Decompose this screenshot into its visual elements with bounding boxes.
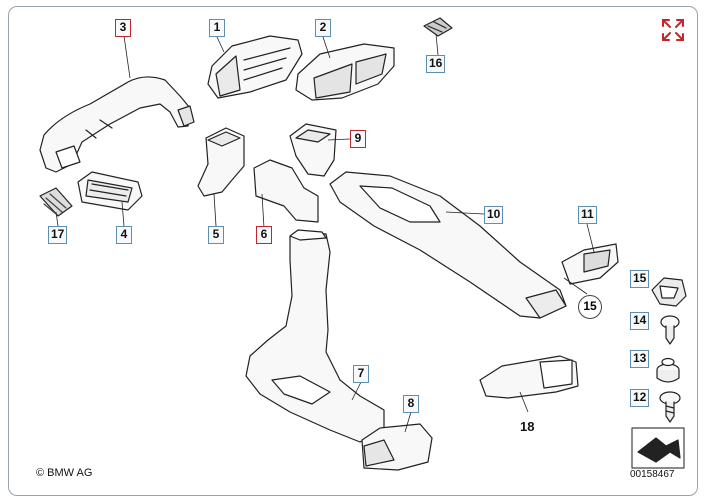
callout-9[interactable]: 9 <box>350 130 366 148</box>
callout-6[interactable]: 6 <box>256 226 272 244</box>
leader-line-3 <box>123 35 131 79</box>
part-1-center-vent <box>207 35 303 99</box>
leader-line-6 <box>261 193 265 229</box>
leader-line-4 <box>121 201 125 227</box>
part-2-vent-housing <box>295 43 395 101</box>
callout-12[interactable]: 12 <box>630 389 650 407</box>
leader-line-9 <box>327 138 351 141</box>
leader-line-17 <box>55 211 59 227</box>
part-12-screw <box>659 391 681 423</box>
leader-line-1 <box>216 36 225 53</box>
part-4-outlet-frame <box>77 171 143 211</box>
leader-line-8 <box>404 411 412 433</box>
leader-line-5 <box>213 193 217 227</box>
leader-line-10 <box>445 211 485 215</box>
part-8-duct-end <box>361 423 433 471</box>
callout-1[interactable]: 1 <box>209 19 225 37</box>
vehicle-area-arrow-symbol <box>631 427 685 469</box>
callout-4[interactable]: 4 <box>116 226 132 244</box>
part-3-upper-duct <box>39 76 195 173</box>
leader-line-16 <box>435 33 439 56</box>
part-13-grommet <box>656 357 680 383</box>
callout-16[interactable]: 16 <box>426 55 446 73</box>
part-10-long-duct <box>329 171 567 319</box>
part-6-duct-piece <box>253 159 319 223</box>
part-5-duct-elbow <box>197 127 245 197</box>
diagram-id-text: 00158467 <box>630 469 675 480</box>
callout-10[interactable]: 10 <box>484 206 504 224</box>
callout-7[interactable]: 7 <box>353 365 369 383</box>
callout-18[interactable]: 18 <box>520 419 535 434</box>
part-18-duct-section <box>479 355 579 399</box>
callout-5[interactable]: 5 <box>208 226 224 244</box>
callout-15[interactable]: 15 <box>630 270 650 288</box>
callout-14[interactable]: 14 <box>630 312 650 330</box>
callout-11[interactable]: 11 <box>578 206 597 224</box>
expand-arrows-icon[interactable] <box>660 17 686 43</box>
part-9-duct-adapter <box>289 123 337 177</box>
part-15-clip <box>651 277 687 307</box>
leader-line-15 <box>563 277 588 295</box>
callout-3[interactable]: 3 <box>115 19 131 37</box>
copyright-text: © BMW AG <box>36 467 93 479</box>
callout-13[interactable]: 13 <box>630 350 650 368</box>
leader-line-18 <box>519 391 529 413</box>
callout-17[interactable]: 17 <box>48 226 68 244</box>
leader-line-11 <box>586 223 595 253</box>
part-7-floor-duct <box>245 229 385 443</box>
callout-2[interactable]: 2 <box>315 19 331 37</box>
part-17-grille <box>39 187 73 217</box>
leader-line-7 <box>351 381 362 401</box>
callout-15-circled[interactable]: 15 <box>578 295 602 319</box>
part-16-small-grille <box>423 17 453 37</box>
part-11-side-vent <box>561 243 619 285</box>
leader-line-2 <box>322 36 331 59</box>
callout-8[interactable]: 8 <box>403 395 419 413</box>
part-14-expanding-rivet <box>660 315 680 345</box>
